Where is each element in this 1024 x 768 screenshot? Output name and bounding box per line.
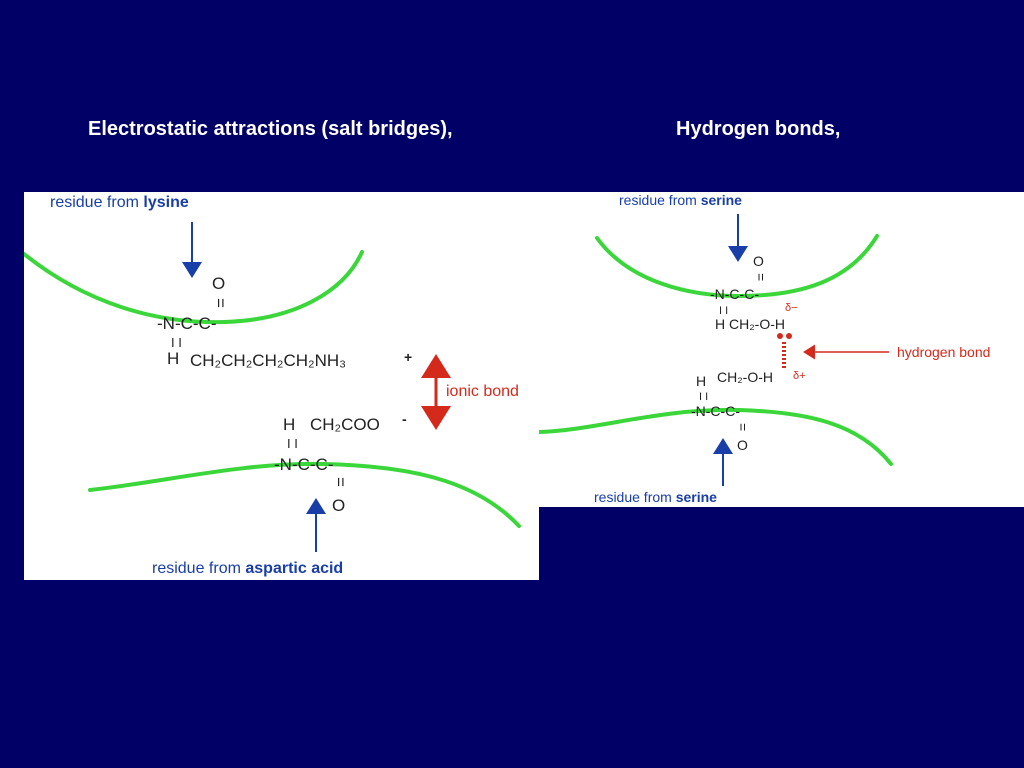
serine-top-residue-label: residue from serine: [619, 192, 742, 208]
double-bond: =: [753, 273, 769, 281]
aspartate-bonds: I I: [287, 436, 298, 451]
double-bond: =: [735, 423, 751, 431]
double-bond: =: [211, 298, 230, 308]
top-protein-strand: [595, 234, 879, 299]
double-bond: =: [331, 477, 350, 487]
delta-plus-label: δ+: [793, 370, 806, 382]
hydrogen-bond-label: hydrogen bond: [897, 344, 990, 360]
hydrogen-bonds-heading: Hydrogen bonds,: [676, 118, 841, 140]
delta-minus-label: δ−: [785, 302, 798, 314]
lone-pair-dot: [786, 333, 792, 339]
negative-charge: -: [402, 411, 407, 427]
serine-top-side-chain: H CH₂-O-H: [715, 316, 785, 332]
carbonyl-oxygen: O: [212, 274, 225, 293]
aspartic-acid-residue-label: residue from aspartic acid: [152, 560, 343, 577]
lysine-backbone: -N-C-C-: [157, 314, 216, 333]
serine-top-bonds: I I: [719, 305, 728, 317]
serine-bottom-residue-label: residue from serine: [594, 489, 717, 505]
hydrogen-bond-diagram: residue from serine O = -N-C-C- δ− I I H…: [539, 192, 1024, 507]
top-protein-strand: [24, 250, 364, 325]
carboxyl-oxygen: O: [332, 496, 345, 515]
ionic-bond-label: ionic bond: [446, 383, 519, 400]
lysine-residue-label: residue from lysine: [50, 194, 189, 211]
serine-bottom-side-chain: CH₂-O-H: [717, 369, 773, 385]
lysine-bonds: I I: [171, 335, 182, 350]
carbonyl-oxygen: O: [753, 253, 764, 269]
serine-bottom-bonds: I I: [699, 391, 708, 403]
aspartate-side-chain: CH₂COO: [310, 415, 380, 434]
salt-bridges-heading: Electrostatic attractions (salt bridges)…: [88, 118, 453, 140]
lysine-side-chain: CH₂CH₂CH₂CH₂NH₃: [190, 351, 346, 370]
carbonyl-oxygen: O: [737, 437, 748, 453]
lysine-hydrogen: H: [167, 349, 179, 368]
bottom-protein-strand: [539, 407, 893, 466]
serine-bottom-backbone: -N-C-C-: [691, 403, 740, 419]
serine-top-backbone: -N-C-C-: [710, 286, 759, 302]
bottom-protein-strand: [88, 461, 521, 528]
lone-pair-dot: [777, 333, 783, 339]
positive-charge: +: [404, 349, 412, 365]
serine-bottom-hydrogen: H: [696, 373, 706, 389]
aspartate-backbone: -N-C-C-: [274, 455, 333, 474]
salt-bridge-diagram: residue from lysine O = -N-C-C- I I H CH…: [24, 192, 539, 580]
aspartate-hydrogen: H: [283, 415, 295, 434]
